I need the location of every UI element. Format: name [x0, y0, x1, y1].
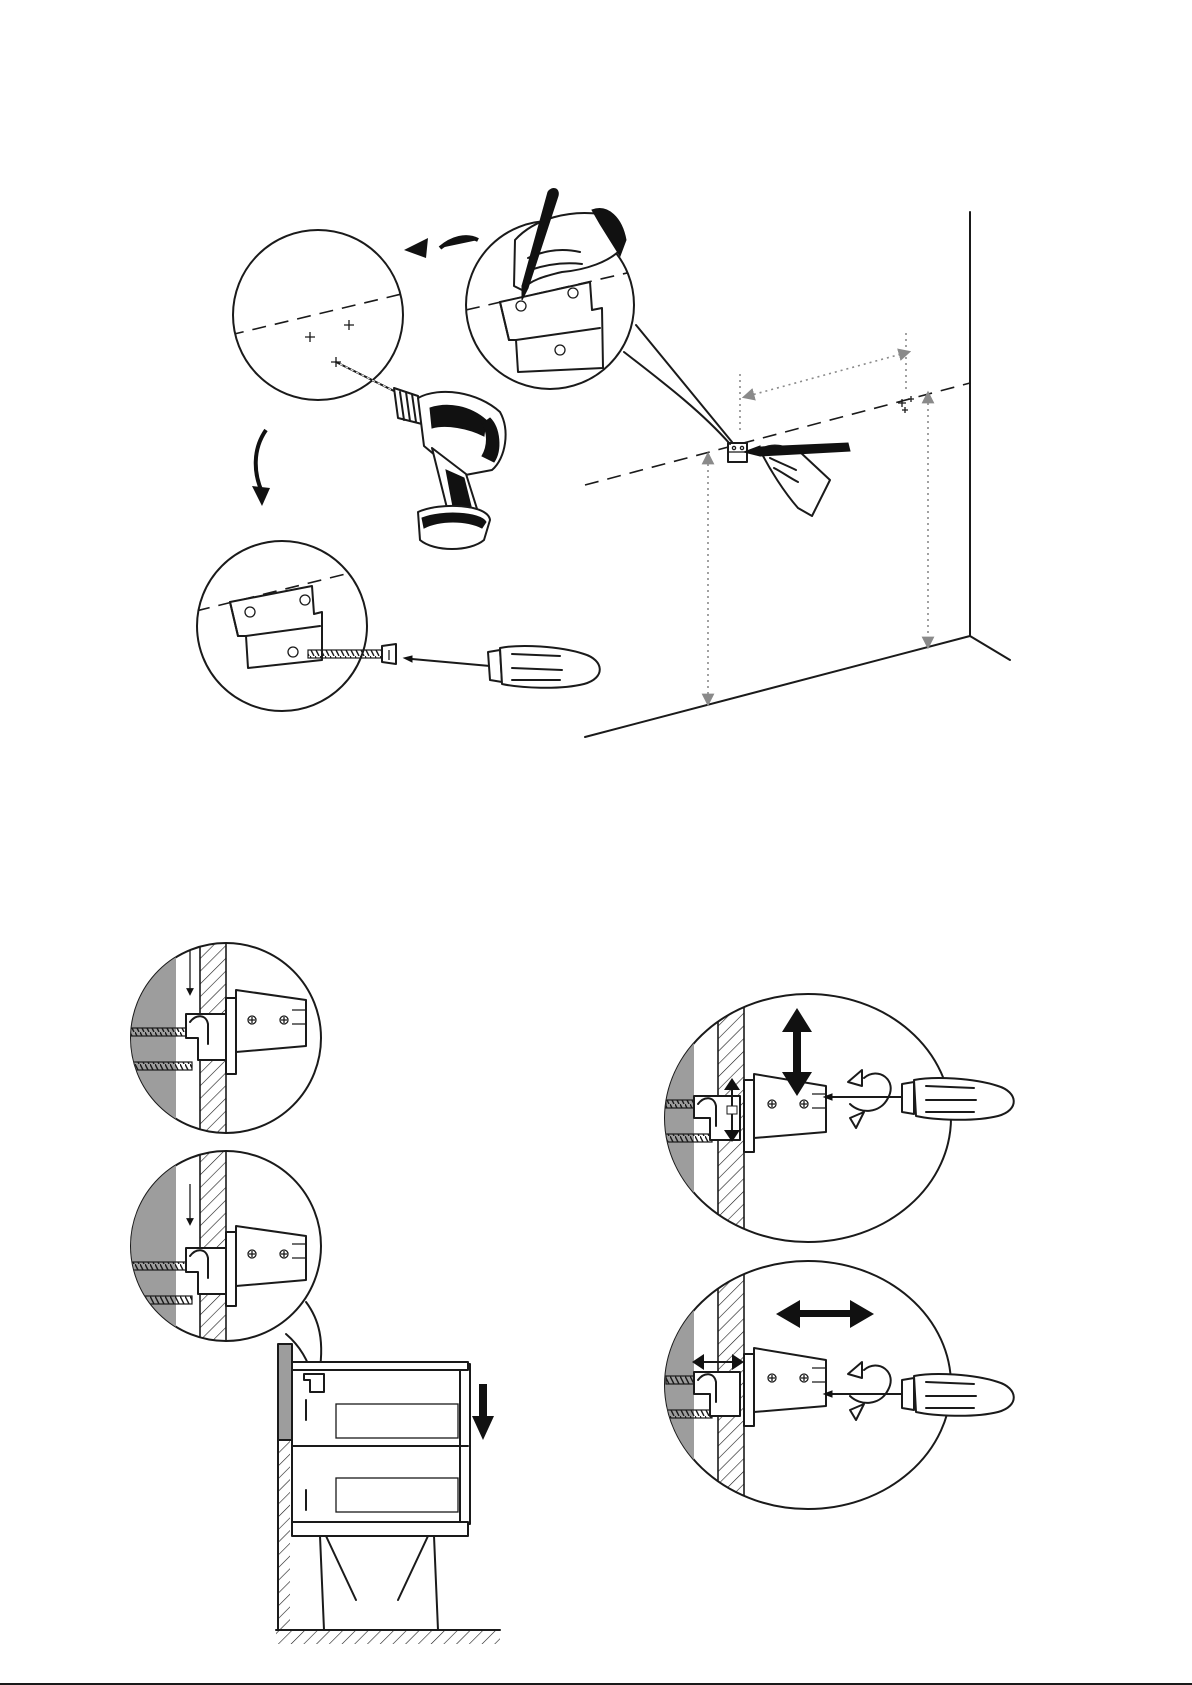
- zoom-hang-circle-1: [120, 920, 321, 1160]
- curved-arrow-icon: [252, 486, 270, 506]
- pencil-marks: [898, 396, 914, 413]
- zoom-bracket-mark-circle: [466, 189, 640, 389]
- curved-arrow-icon: [404, 238, 428, 258]
- screwdriver-icon: [404, 646, 600, 688]
- down-arrow-icon: [472, 1384, 494, 1440]
- pencil-icon: [744, 443, 850, 516]
- zoom-screw-bracket-circle: [196, 541, 370, 711]
- zoom-marks-circle: [230, 230, 410, 400]
- zoom-hang-circle-2: [120, 1140, 321, 1360]
- wall-scene: [585, 212, 1010, 737]
- cabinet-illustration: [276, 1344, 500, 1644]
- drill-icon: [336, 362, 506, 549]
